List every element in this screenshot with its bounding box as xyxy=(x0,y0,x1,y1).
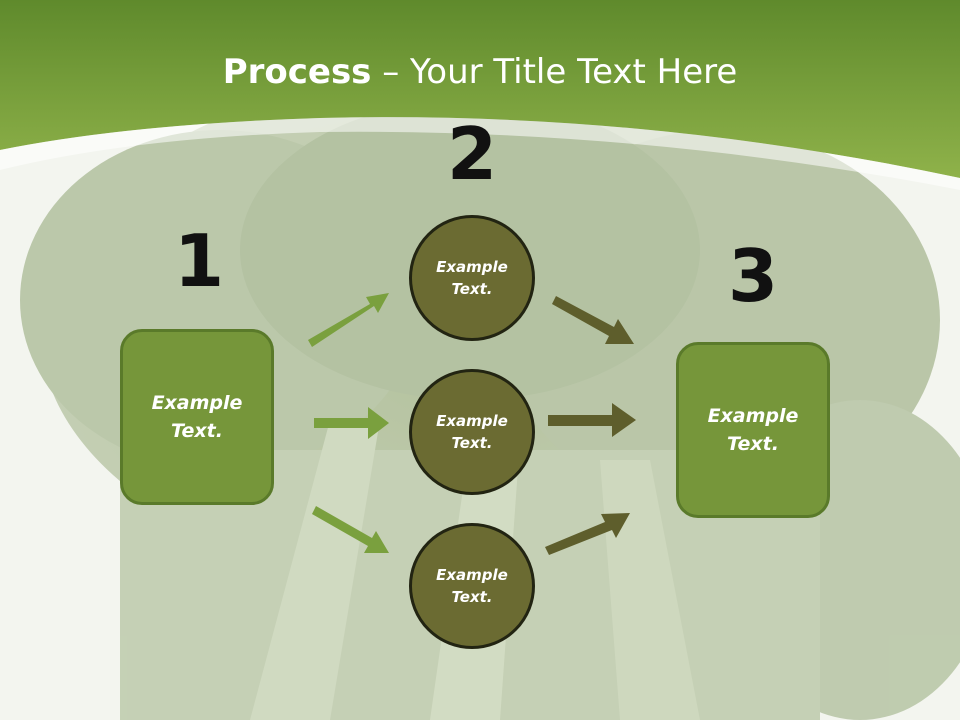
step-2-circle-top: Example Text. xyxy=(409,215,535,341)
step-2-label-top: Example Text. xyxy=(436,257,508,299)
title-rest: – Your Title Text Here xyxy=(371,52,738,92)
step-2-label-bottom: Example Text. xyxy=(436,565,508,607)
title-bold: Process xyxy=(222,52,372,92)
step-2-label-middle: Example Text. xyxy=(436,411,508,453)
step-2-circle-middle: Example Text. xyxy=(409,369,535,495)
step-number-1: 1 xyxy=(173,219,225,303)
slide-title: Process – Your Title Text Here xyxy=(0,52,960,92)
step-number-2: 2 xyxy=(446,112,498,196)
step-1-box: Example Text. xyxy=(120,329,274,505)
step-2-circle-bottom: Example Text. xyxy=(409,523,535,649)
step-1-label: Example Text. xyxy=(151,391,243,443)
step-3-label: Example Text. xyxy=(707,404,799,456)
step-3-box: Example Text. xyxy=(676,342,830,518)
step-number-3: 3 xyxy=(727,234,779,318)
